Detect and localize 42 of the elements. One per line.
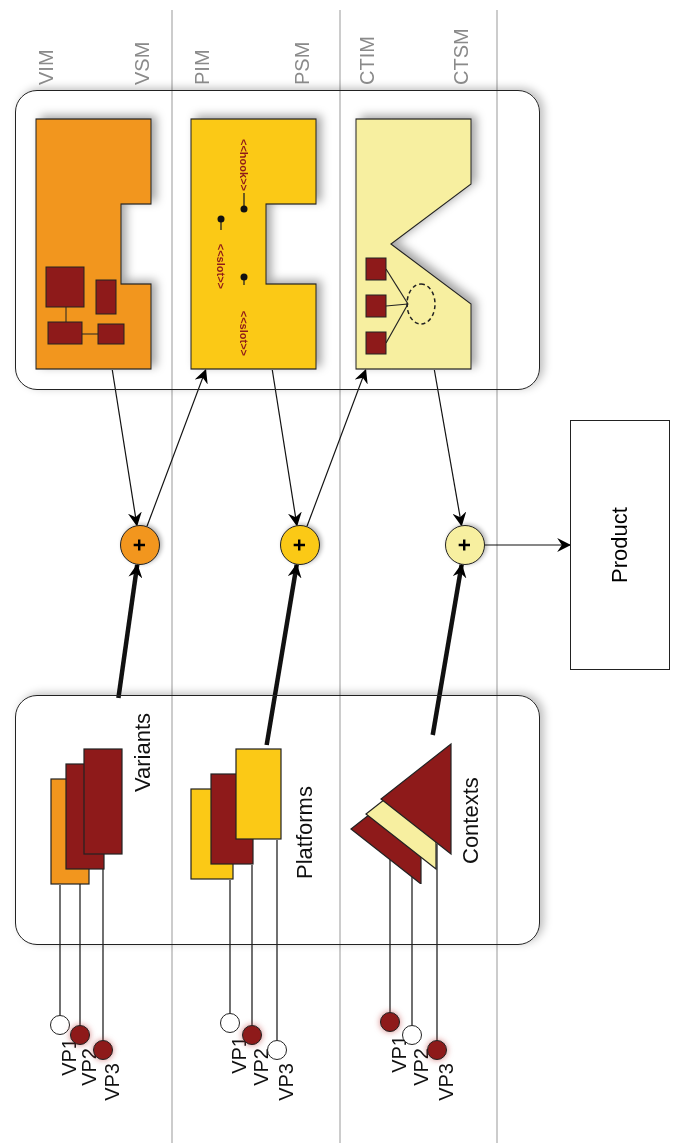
variation-point-circle	[50, 1015, 70, 1035]
arrow	[146, 368, 208, 527]
variation-point-label: VP3	[101, 1063, 124, 1101]
stereotype-label: <<hook>>	[237, 139, 251, 191]
stereotype-label: <<slot>>	[214, 243, 228, 289]
rounded-container	[15, 695, 540, 945]
variation-point-circle	[220, 1013, 240, 1033]
arrow	[306, 368, 368, 527]
arrow	[433, 369, 467, 527]
connector-line	[229, 879, 231, 1014]
row-label: VIM	[35, 49, 58, 85]
row-label: CTIM	[356, 36, 379, 85]
row-label: PIM	[191, 49, 214, 85]
arrow	[430, 563, 467, 736]
connector-line	[251, 864, 253, 1026]
variation-point-circle	[267, 1040, 287, 1060]
group-label: Variants	[130, 712, 156, 792]
row-label: PSM	[291, 41, 314, 85]
arrow	[116, 563, 143, 699]
operator-circle: +	[280, 525, 320, 565]
variation-point-label: VP3	[275, 1063, 298, 1101]
group-label: Contexts	[458, 777, 484, 864]
operator-circle: +	[120, 525, 160, 565]
rounded-container	[15, 90, 540, 390]
arrow	[484, 538, 572, 552]
connector-line	[389, 859, 391, 1013]
row-label: VSM	[131, 41, 154, 85]
arrow	[111, 369, 142, 527]
variation-point-label: VP3	[435, 1063, 458, 1101]
arrow	[264, 563, 302, 746]
connector-line	[276, 839, 278, 1041]
row-label: CTSM	[450, 28, 473, 85]
connector-line	[59, 884, 61, 1016]
variation-point-circle	[427, 1040, 447, 1060]
arrow	[271, 369, 302, 527]
group-label: Platforms	[292, 786, 318, 879]
variation-point-circle	[380, 1012, 400, 1032]
stereotype-label: <<slot>>	[237, 310, 251, 356]
variation-point-label: VP2	[410, 1048, 433, 1086]
operator-circle: +	[445, 525, 485, 565]
variation-point-label: VP2	[250, 1048, 273, 1086]
process-box: Product	[570, 420, 670, 670]
